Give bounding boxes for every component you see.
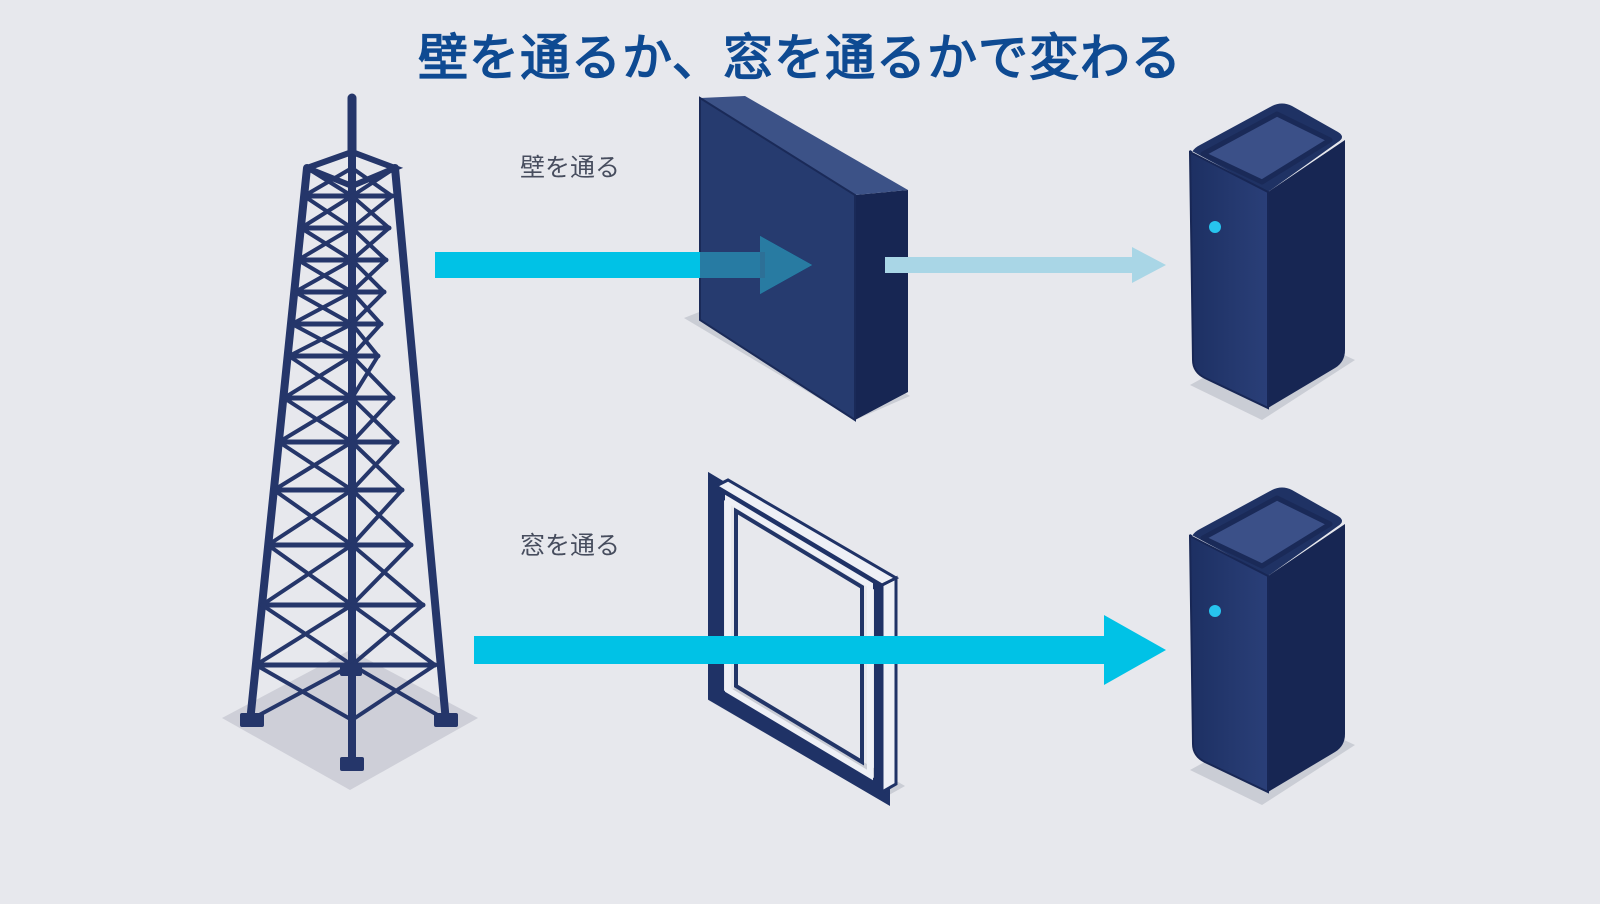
window-path-label: 窓を通る <box>520 531 621 560</box>
signal-arrow-wall-inside <box>700 236 812 294</box>
signal-arrow-window <box>474 615 1166 685</box>
wall-path-label: 壁を通る <box>520 153 621 182</box>
router-icon <box>1188 487 1355 805</box>
signal-arrow-wall-weak <box>885 247 1166 283</box>
page-title: 壁を通るか、窓を通るかで変わる <box>418 29 1182 87</box>
router-led-icon <box>1209 605 1221 617</box>
router-led-icon <box>1209 221 1221 233</box>
window-frame-icon <box>708 471 905 806</box>
router-icon <box>1188 103 1355 420</box>
radio-tower-icon <box>222 93 478 790</box>
